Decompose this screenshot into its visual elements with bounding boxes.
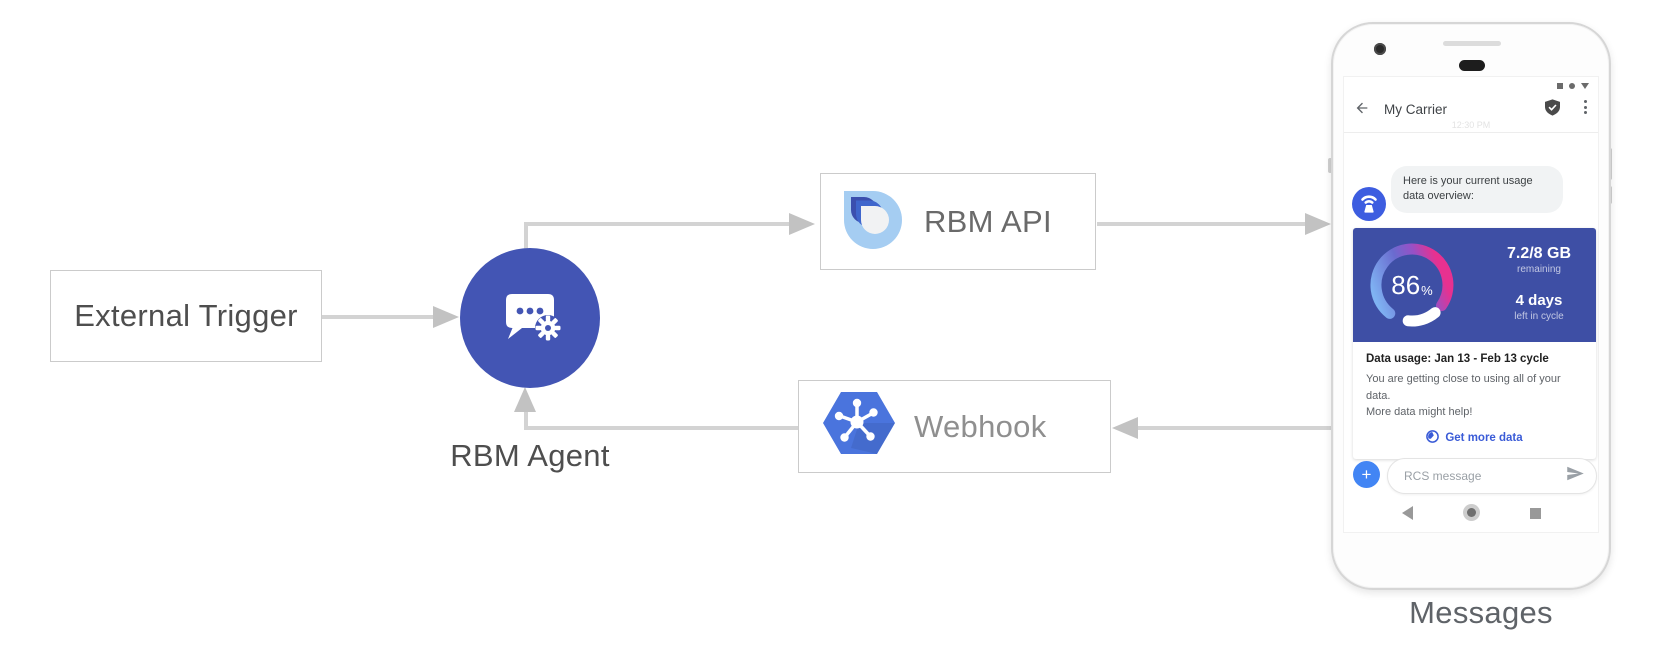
agent-message-bubble: Here is your current usage data overview… [1391, 166, 1563, 213]
nav-recents-icon[interactable] [1530, 508, 1541, 519]
connector-trigger-to-agent [321, 315, 435, 319]
header-divider [1344, 132, 1598, 133]
usage-card-header: 86% 7.2/8 GB remaining 4 days left in cy… [1353, 228, 1596, 342]
connector-webhook-to-agent-horizontal [526, 426, 798, 430]
gauge-percent: 86% [1391, 269, 1433, 300]
arrowhead-into-agent-bottom [514, 387, 536, 412]
days-left-value: 4 days [1515, 292, 1563, 309]
rbm-agent-label: RBM Agent [450, 438, 610, 473]
nav-home-icon[interactable] [1463, 504, 1480, 521]
rcs-message-input[interactable] [1402, 468, 1566, 484]
nav-back-icon[interactable] [1402, 506, 1413, 520]
connector-agent-to-api-vertical [524, 226, 528, 250]
status-triangle-icon [1581, 83, 1589, 89]
agent-avatar [1352, 187, 1386, 221]
get-more-data-label: Get more data [1445, 431, 1523, 444]
webhook-label: Webhook [914, 408, 1047, 444]
usage-stats: 7.2/8 GB remaining 4 days left in cycle [1489, 245, 1589, 323]
message-timestamp: 12:30 PM [1451, 120, 1491, 130]
usage-card-text: You are getting close to using all of yo… [1366, 373, 1561, 418]
verified-shield-icon [1545, 99, 1560, 121]
usage-rich-card: 86% 7.2/8 GB remaining 4 days left in cy… [1353, 228, 1596, 459]
phone-screen: My Carrier 12:30 PM Here i [1344, 77, 1598, 532]
status-bar [1557, 83, 1589, 89]
arrowhead-into-agent [433, 306, 459, 328]
conversation-title: My Carrier [1384, 102, 1447, 117]
status-square-icon [1557, 83, 1563, 89]
chat-bubble-gear-icon [492, 278, 568, 359]
days-left-caption: left in cycle [1514, 311, 1564, 322]
phone-side-detail [1328, 158, 1332, 173]
data-remaining-value: 7.2/8 GB [1506, 245, 1572, 262]
rbm-api-node: RBM API [820, 173, 1096, 270]
compose-bar [1387, 458, 1597, 494]
external-trigger-label: External Trigger [74, 298, 298, 333]
back-arrow-icon[interactable] [1354, 100, 1370, 121]
connector-webhook-to-agent-vertical [524, 410, 528, 430]
front-camera [1374, 43, 1386, 55]
webhook-node: Webhook [798, 380, 1111, 473]
earpiece-slot [1459, 60, 1485, 71]
connector-api-to-phone [1097, 222, 1306, 226]
usage-card-title: Data usage: Jan 13 - Feb 13 cycle [1366, 353, 1549, 365]
data-remaining-caption: remaining [1517, 264, 1561, 275]
get-more-data-button[interactable]: Get more data [1366, 429, 1583, 446]
overflow-menu-icon[interactable] [1584, 100, 1587, 114]
rbm-agent-node [460, 248, 600, 388]
webhook-hexagon-icon [819, 386, 899, 468]
usage-gauge: 86% [1365, 238, 1459, 332]
broadcast-icon [1352, 185, 1386, 224]
status-circle-icon [1569, 83, 1575, 89]
rbm-api-label: RBM API [924, 203, 1052, 239]
add-attachment-button[interactable]: + [1353, 461, 1380, 488]
globe-icon [1426, 429, 1440, 446]
phone-caption: Messages [1409, 595, 1553, 630]
rbm-api-logo-icon [837, 183, 907, 261]
connector-agent-to-api-horizontal [524, 222, 790, 226]
speaker-grille [1443, 41, 1501, 46]
arrowhead-into-phone [1305, 213, 1331, 235]
usage-card-body: Data usage: Jan 13 - Feb 13 cycle You ar… [1353, 342, 1596, 459]
arrowhead-into-api [789, 213, 815, 235]
send-icon[interactable] [1566, 466, 1585, 486]
arrowhead-into-webhook [1112, 417, 1138, 439]
connector-phone-to-webhook [1137, 426, 1333, 430]
phone-mockup: My Carrier 12:30 PM Here i [1331, 22, 1611, 590]
external-trigger-node: External Trigger [50, 270, 322, 362]
